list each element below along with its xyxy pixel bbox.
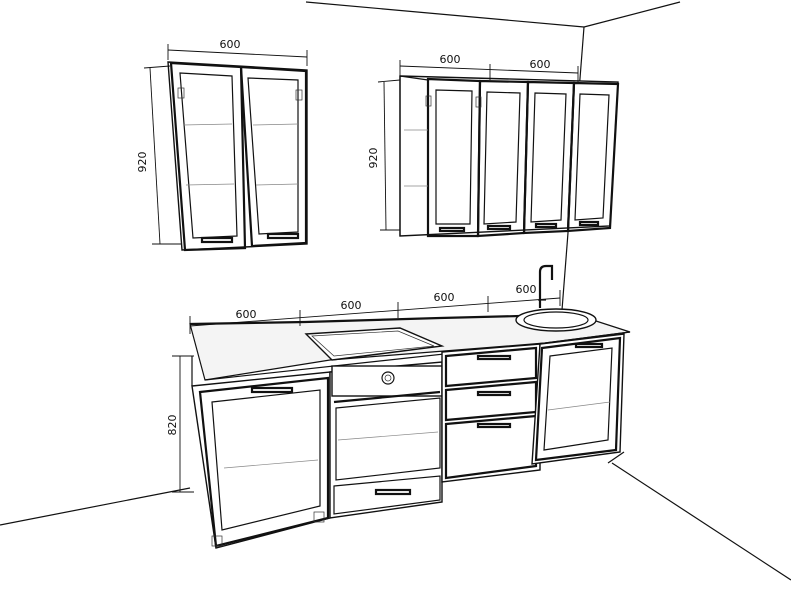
dim-base-width-3: 600 (434, 291, 455, 304)
base-cabinet-1 (191, 356, 331, 549)
dim-base-width-1: 600 (236, 308, 257, 321)
base-cabinet-4 (531, 333, 625, 465)
upper-cabinet-right (399, 75, 620, 238)
dim-upper-right-height: 920 (367, 148, 380, 169)
base-cabinet-drawers (441, 343, 541, 483)
dim-upper-right-width-2: 600 (530, 58, 551, 71)
upper-cabinet-left (167, 61, 308, 252)
dimension-lines (143, 44, 579, 493)
dim-base-width-4: 600 (516, 283, 537, 296)
base-cabinet-oven (329, 361, 443, 519)
dim-base-width-2: 600 (341, 299, 362, 312)
dim-upper-left-width: 600 (220, 38, 241, 51)
hob (304, 327, 445, 361)
dim-upper-right-width-1: 600 (440, 53, 461, 66)
dim-base-height: 820 (166, 415, 179, 436)
dim-upper-left-height: 920 (136, 152, 149, 173)
sink (515, 264, 597, 332)
